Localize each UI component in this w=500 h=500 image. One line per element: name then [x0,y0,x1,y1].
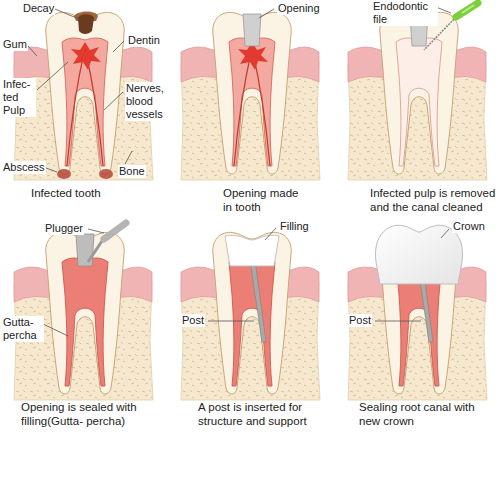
part-label: Bone [118,165,146,178]
part-label: Post [181,314,205,327]
leader-line [104,92,123,110]
part-label: Opening [277,2,321,15]
decay [78,14,94,34]
abscess [57,169,71,179]
tooth [181,12,320,180]
filling [225,235,279,266]
opening [243,14,261,46]
step-caption: Infected pulp is removed and the canal c… [369,186,497,214]
abscess [99,169,113,179]
file-handle-shine [462,5,474,13]
part-label: Decay [22,2,55,15]
leader-line [436,7,451,13]
panel-post [181,232,320,400]
leader-line [441,229,449,238]
plugger-handle [104,223,126,239]
leader-line [37,62,68,90]
leader-line [43,324,68,336]
leader-line [265,228,276,240]
part-label: Post [348,314,372,327]
gutta-percha [62,258,108,386]
panel-opening [181,12,320,180]
part-label: Filling [279,220,310,233]
part-label: Nerves, blood vessels [125,82,171,121]
tooth [348,12,487,180]
cleaned-canal [396,38,442,166]
leader-line [375,321,421,322]
leader-line [208,321,254,322]
nerves [67,48,103,166]
part-label: Gum [2,38,28,51]
crown [375,225,462,284]
leader-line [28,46,37,56]
nerves [234,48,270,166]
leader-line [46,168,57,172]
leader-line [113,41,124,52]
leader-line [125,151,132,164]
part-label: Gutta- percha [2,316,44,342]
infection [71,42,101,70]
pulp [229,38,275,166]
part-label: Plugger [44,222,84,235]
step-caption: Sealing root canal with new crown [358,400,496,428]
pulp [62,38,108,166]
step-caption: Opening made in tooth [222,186,306,214]
leader-line [55,9,79,19]
part-label: Dentin [127,34,161,47]
panel-cleaning [348,3,487,180]
leader-line [259,9,274,18]
part-label: Endodontic file [372,0,438,26]
panel-gutta-percha [14,223,153,400]
step-caption: Infected tooth [30,186,162,200]
gutta-percha [229,258,275,386]
panel-crown [348,225,487,400]
leader-lines [28,7,451,336]
post [250,260,266,342]
step-caption: A post is inserted for structure and sup… [197,400,331,428]
tooth [181,232,320,400]
part-label: Crown [452,220,486,233]
part-label: Infec- ted Pulp [2,78,36,117]
step-caption: Opening is sealed with filling(Gutta- pe… [20,400,164,428]
leader-line [88,229,104,233]
sealed-opening [76,234,94,266]
file-handle [456,3,478,17]
plugger-tip [88,238,104,262]
part-label: Abscess [2,161,46,174]
